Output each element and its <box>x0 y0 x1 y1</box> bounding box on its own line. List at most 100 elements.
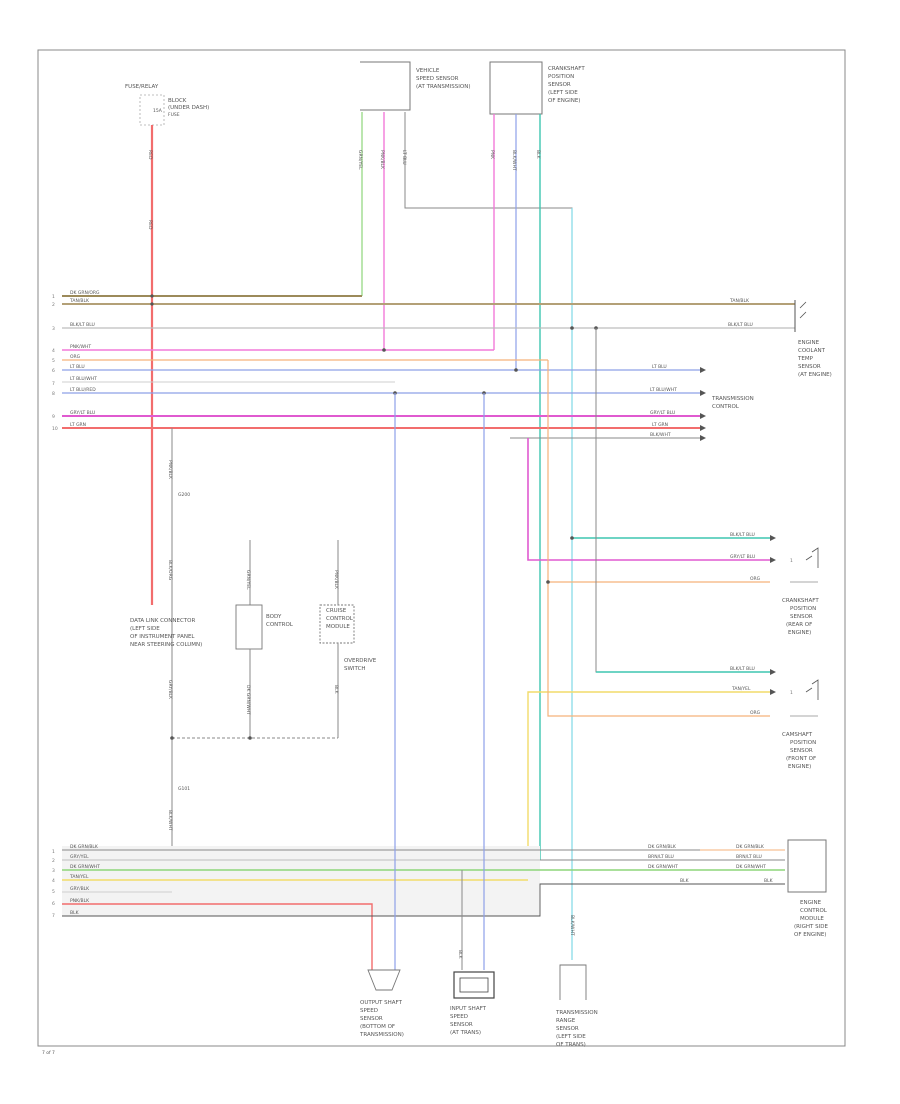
lrow-label-8: LT BLU/RED <box>70 387 96 393</box>
fuse-id: 15A <box>153 108 163 114</box>
wire-yellow-to-cam <box>527 691 770 870</box>
right-row-labels: TAN/BLK BLK/LT BLU LT BLU LT BLU/WHT GRY… <box>650 298 753 438</box>
iss-label-1: INPUT SHAFT <box>450 1006 487 1012</box>
ecm-pin-4: BLK <box>764 878 774 884</box>
fuse-block: FUSE/RELAY BLOCK (UNDER DASH) 15A FUSE <box>125 84 209 126</box>
trs-label-3: SENSOR <box>556 1026 579 1032</box>
dlc-label-3: OF INSTRUMENT PANEL <box>130 634 195 640</box>
iss-label-2: SPEED <box>450 1014 468 1020</box>
fuse-block-label-3: (UNDER DASH) <box>168 105 209 111</box>
ecm-pin-labels: DK GRN/BLK BRN/LT BLU DK GRN/WHT BLK <box>736 844 774 884</box>
mr-label-2: GRY/LT BLU <box>730 554 755 560</box>
vertical-wire-label: PNK/BLK <box>333 570 339 590</box>
ground-g101: G101 <box>170 736 252 792</box>
position-sensor-label-2: POSITION <box>548 74 574 80</box>
ecm-label-4: (RIGHT SIDE <box>794 924 828 930</box>
ect-label-4: SENSOR <box>798 364 821 370</box>
vertical-wire-label: DK GRN/WHT <box>245 685 251 715</box>
ect-label-5: (AT ENGINE) <box>798 372 832 378</box>
vertical-wire-label: BLK <box>535 150 541 160</box>
lower-left-pins: 1 2 3 4 5 6 7 <box>52 849 55 919</box>
bcm-label-1: BODY <box>266 614 282 620</box>
lower-right-labels: DK GRN/BLK BRN/LT BLU DK GRN/WHT BLK <box>648 844 690 884</box>
g101-label: G101 <box>178 786 190 792</box>
ecm-label-5: OF ENGINE) <box>794 932 826 938</box>
ect-label-1: ENGINE <box>798 340 820 346</box>
lrow-label-7: LT BLU/WHT <box>70 376 97 382</box>
oss-label-5: TRANSMISSION) <box>359 1032 404 1038</box>
od-label-1: OVERDRIVE <box>344 658 377 664</box>
lower-bus-shade <box>62 846 540 916</box>
junction-dots-mid <box>546 536 574 584</box>
cs1-label-1: CRANKSHAFT <box>782 598 819 604</box>
body-control-module: BODY CONTROL <box>235 540 294 738</box>
trs-label-5: OF TRANS) <box>556 1042 586 1048</box>
mr-label-4: BLK/LT BLU <box>730 666 755 672</box>
ccm-label-2: CONTROL <box>326 616 354 622</box>
lr-label-1: DK GRN/BLK <box>648 844 677 850</box>
wire-gray-to-cam <box>595 328 770 673</box>
ll-label-2: GRY/YEL <box>70 854 89 860</box>
svg-text:2: 2 <box>52 858 55 864</box>
svg-text:4: 4 <box>52 878 55 884</box>
svg-text:7: 7 <box>52 913 55 919</box>
ecm-pin-1: DK GRN/BLK <box>736 844 765 850</box>
mr-label-5: TAN/YEL <box>731 686 751 692</box>
crankshaft-sensor-1-label: CRANKSHAFT POSITION SENSOR (REAR OF ENGI… <box>782 598 819 636</box>
left-connector-pins: 1 2 3 4 5 6 7 8 9 10 <box>52 294 58 432</box>
ecm-pin-2: BRN/LT BLU <box>736 854 762 860</box>
speed-sensor-label-2: SPEED SENSOR <box>416 76 459 82</box>
cs1-label-2: POSITION <box>790 606 816 612</box>
pin-8: 8 <box>52 391 55 397</box>
dlc-label-4: NEAR STEERING COLUMN) <box>130 642 202 648</box>
rrow-label-2: BLK/LT BLU <box>728 322 753 328</box>
fuse-label: FUSE <box>168 112 180 118</box>
rrow-label-6: LT GRN <box>652 422 668 428</box>
position-sensor-label-5: OF ENGINE) <box>548 98 580 104</box>
svg-text:3: 3 <box>52 868 55 874</box>
wire-magenta-to-crank <box>527 438 770 561</box>
speed-sensor-label-1: VEHICLE <box>416 68 440 74</box>
junction-dots-upper <box>150 294 598 395</box>
cam-sensor-symbol-2: 1 <box>770 669 819 717</box>
speed-sensor-outline <box>360 61 411 111</box>
fuse-block-label-1: FUSE/RELAY <box>125 84 159 90</box>
cruise-control-module: CRUISE CONTROL MODULE OVERDRIVE SWITCH <box>319 540 377 738</box>
trans-label-2: CONTROL <box>712 404 740 410</box>
svg-text:6: 6 <box>52 901 55 907</box>
wire-gray-sensor <box>404 112 573 900</box>
pin-10: 10 <box>52 426 58 432</box>
oss-label-2: SPEED <box>360 1008 378 1014</box>
trs-label-1: TRANSMISSION <box>555 1010 598 1016</box>
lrow-label-10: LT GRN <box>70 422 86 428</box>
vertical-wire-label: GRN/YEL <box>245 570 251 590</box>
mr-label-3: ORG <box>750 576 761 582</box>
pin-4: 4 <box>52 348 55 354</box>
mr-label-1: BLK/LT BLU <box>730 532 755 538</box>
lower-left-labels: DK GRN/BLK GRY/YEL DK GRN/WHT TAN/YEL GR… <box>69 844 100 916</box>
iss-label-4: (AT TRANS) <box>450 1030 481 1036</box>
ecm-label-1: ENGINE <box>800 900 822 906</box>
crankshaft-position-sensor-top: CRANKSHAFT POSITION SENSOR (LEFT SIDE OF… <box>489 61 585 115</box>
oss-label-1: OUTPUT SHAFT <box>360 1000 403 1006</box>
data-link-connector: DATA LINK CONNECTOR (LEFT SIDE OF INSTRU… <box>130 618 202 648</box>
engine-coolant-sensor: ENGINE COOLANT TEMP SENSOR (AT ENGINE) <box>794 300 832 378</box>
vertical-wire-label: BLK/ORG <box>167 560 173 581</box>
pin-6: 6 <box>52 368 55 374</box>
vertical-wire-label: PNK/BLK <box>379 150 385 170</box>
ecm-label-2: CONTROL <box>800 908 828 914</box>
trs-label-4: (LEFT SIDE <box>556 1034 586 1040</box>
g200-label: G200 <box>178 492 190 498</box>
vertical-wire-label: BLK/WHT <box>167 810 173 831</box>
transmission-arrows <box>700 367 706 441</box>
cs1-label-5: ENGINE) <box>788 630 811 636</box>
rrow-label-3: LT BLU <box>652 364 667 370</box>
pin-7: 7 <box>52 381 55 387</box>
lrow-label-6: LT BLU <box>70 364 85 370</box>
rrow-label-5: GRY/LT BLU <box>650 410 675 416</box>
cs2-label-5: ENGINE) <box>788 764 811 770</box>
wire-orange-to-cam <box>547 582 770 717</box>
lrow-label-2: TAN/BLK <box>69 298 90 304</box>
vertical-wire-label: BLK/WHT <box>511 150 517 171</box>
